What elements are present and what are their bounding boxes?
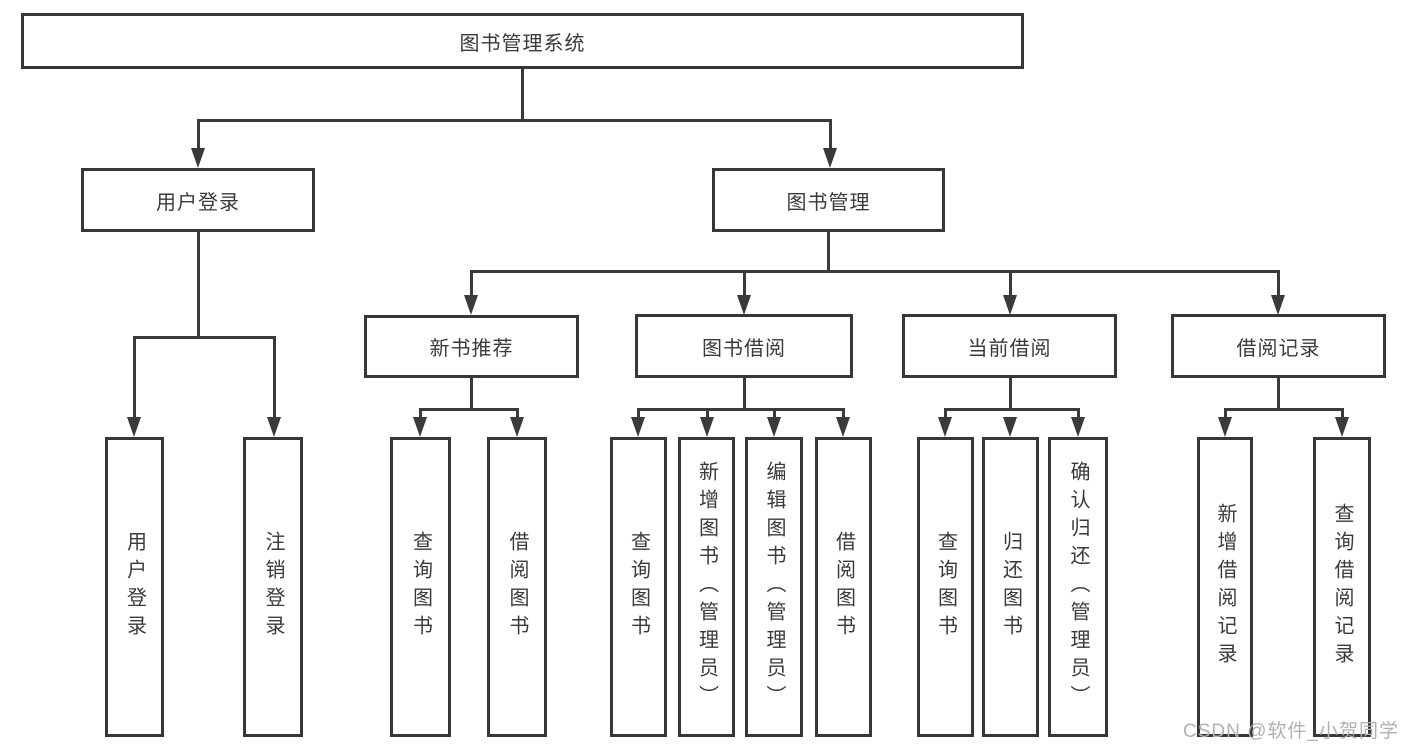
node-leaf-edit-book: 编辑图书（管理员）: [745, 437, 803, 737]
leaf-label: 用户登录: [123, 531, 146, 643]
leaf-label: 编辑图书（管理员）: [763, 461, 785, 713]
arrow-down-icon: [767, 417, 781, 437]
leaf-label: 归还图书: [999, 531, 1022, 643]
node-user-login: 用户登录: [81, 168, 315, 232]
arrow-down-icon: [464, 295, 478, 315]
connector-line: [470, 270, 473, 298]
node-new-book-rec: 新书推荐: [364, 315, 579, 378]
arrow-down-icon: [127, 417, 141, 437]
node-book-mgmt-label: 图书管理: [786, 191, 871, 214]
leaf-label: 注销登录: [262, 531, 284, 643]
connector-line: [197, 119, 200, 150]
arrow-down-icon: [510, 417, 524, 437]
arrow-down-icon: [1071, 417, 1085, 437]
connector-line: [470, 377, 473, 411]
node-current-borrow-label: 当前借阅: [967, 337, 1052, 360]
connector-line: [743, 377, 746, 411]
connector-line: [1277, 270, 1280, 298]
leaf-label: 借阅图书: [506, 531, 528, 643]
leaf-label: 新增图书（管理员）: [695, 461, 718, 713]
connector-line: [773, 408, 776, 419]
node-leaf-borrow-book-1: 借阅图书: [487, 437, 547, 737]
leaf-label: 查询借阅记录: [1331, 503, 1353, 671]
connector-line: [706, 408, 709, 419]
arrow-down-icon: [1003, 417, 1017, 437]
arrow-down-icon: [1271, 295, 1285, 315]
node-leaf-query-record: 查询借阅记录: [1313, 437, 1371, 737]
arrow-down-icon: [938, 417, 952, 437]
connector-line: [1224, 408, 1227, 419]
leaf-label: 查询图书: [409, 531, 432, 643]
connector-line: [419, 408, 519, 411]
connector-line: [1009, 270, 1012, 298]
connector-line: [637, 408, 640, 419]
connector-line: [637, 408, 845, 411]
connector-line: [1009, 377, 1012, 411]
connector-line: [197, 119, 832, 122]
csdn-watermark: CSDN @软件_小贺同学: [1183, 721, 1399, 742]
arrow-down-icon: [737, 295, 751, 315]
node-borrow-records: 借阅记录: [1171, 314, 1386, 378]
arrow-down-icon: [191, 148, 205, 168]
connector-line: [944, 408, 1080, 411]
node-leaf-query-book-1: 查询图书: [390, 437, 451, 737]
connector-line: [1077, 408, 1080, 419]
connector-line: [1224, 408, 1344, 411]
connector-line: [419, 408, 422, 419]
node-user-login-label: 用户登录: [156, 191, 240, 214]
connector-line: [743, 270, 746, 298]
node-current-borrow: 当前借阅: [902, 314, 1117, 378]
connector-line: [470, 270, 1280, 273]
arrow-down-icon: [1003, 295, 1017, 315]
leaf-label: 查询图书: [627, 531, 650, 643]
arrow-down-icon: [1335, 417, 1349, 437]
node-root: 图书管理系统: [21, 13, 1024, 69]
connector-line: [1341, 408, 1344, 419]
node-leaf-add-record: 新增借阅记录: [1197, 437, 1253, 737]
node-leaf-borrow-book-2: 借阅图书: [815, 437, 872, 737]
connector-line: [842, 408, 845, 419]
arrow-down-icon: [836, 417, 850, 437]
node-leaf-add-book: 新增图书（管理员）: [678, 437, 735, 737]
node-new-book-rec-label: 新书推荐: [429, 338, 514, 360]
node-book-mgmt: 图书管理: [712, 168, 945, 232]
node-book-borrow-label: 图书借阅: [702, 337, 786, 360]
arrow-down-icon: [823, 148, 837, 168]
leaf-label: 借阅图书: [832, 531, 855, 643]
node-leaf-confirm-return: 确认归还（管理员）: [1048, 437, 1108, 737]
node-leaf-logout: 注销登录: [243, 437, 303, 737]
leaf-label: 确认归还（管理员）: [1067, 461, 1089, 713]
arrow-down-icon: [631, 417, 645, 437]
arrow-down-icon: [700, 417, 714, 437]
leaf-label: 查询图书: [934, 531, 957, 643]
leaf-label: 新增借阅记录: [1214, 503, 1236, 671]
arrow-down-icon: [1218, 417, 1232, 437]
node-book-borrow: 图书借阅: [635, 314, 853, 378]
connector-line: [133, 336, 136, 420]
connector-line: [1277, 377, 1280, 411]
connector-line: [133, 336, 276, 339]
connector-line: [521, 67, 524, 122]
arrow-down-icon: [267, 417, 281, 437]
arrow-down-icon: [413, 417, 427, 437]
connector-line: [829, 119, 832, 150]
connector-line: [516, 408, 519, 419]
connector-line: [944, 408, 947, 419]
node-leaf-query-book-2: 查询图书: [610, 437, 667, 737]
node-leaf-return-book: 归还图书: [982, 437, 1039, 737]
node-borrow-records-label: 借阅记录: [1236, 337, 1321, 360]
connector-line: [827, 232, 830, 273]
node-leaf-user-login: 用户登录: [105, 437, 164, 737]
connector-line: [273, 336, 276, 420]
node-leaf-query-book-3: 查询图书: [917, 437, 974, 737]
node-root-label: 图书管理系统: [459, 32, 586, 55]
connector-line: [197, 232, 200, 339]
